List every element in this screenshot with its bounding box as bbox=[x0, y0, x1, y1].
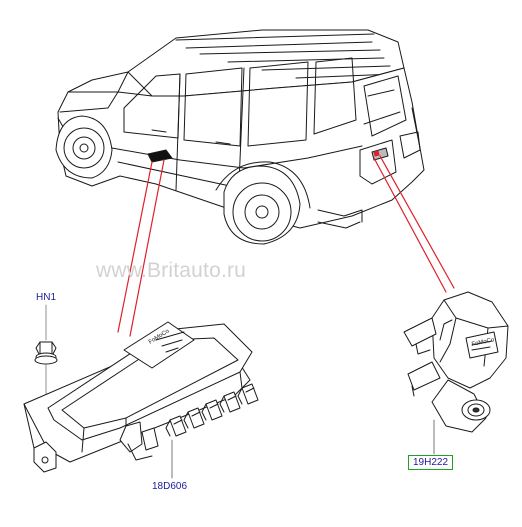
sensor-illustration bbox=[403, 291, 509, 455]
part-label-18d606[interactable]: 18D606 bbox=[152, 481, 188, 492]
hn1-bolt-illustration bbox=[34, 304, 58, 399]
leader-line-module-b bbox=[129, 159, 165, 337]
vehicle-illustration bbox=[55, 29, 425, 245]
leader-lines bbox=[117, 155, 455, 337]
part-label-hn1[interactable]: HN1 bbox=[36, 292, 57, 303]
watermark-text: www.Britauto.ru bbox=[96, 259, 247, 282]
control-module-illustration bbox=[23, 321, 259, 479]
leader-line-sensor-b bbox=[373, 157, 447, 293]
leader-line-sensor-a bbox=[379, 155, 455, 289]
leader-line-module-a bbox=[117, 161, 153, 333]
part-label-19h222[interactable]: 19H222 bbox=[408, 455, 454, 470]
sensor-brand-text: FoMoCo bbox=[471, 337, 495, 348]
